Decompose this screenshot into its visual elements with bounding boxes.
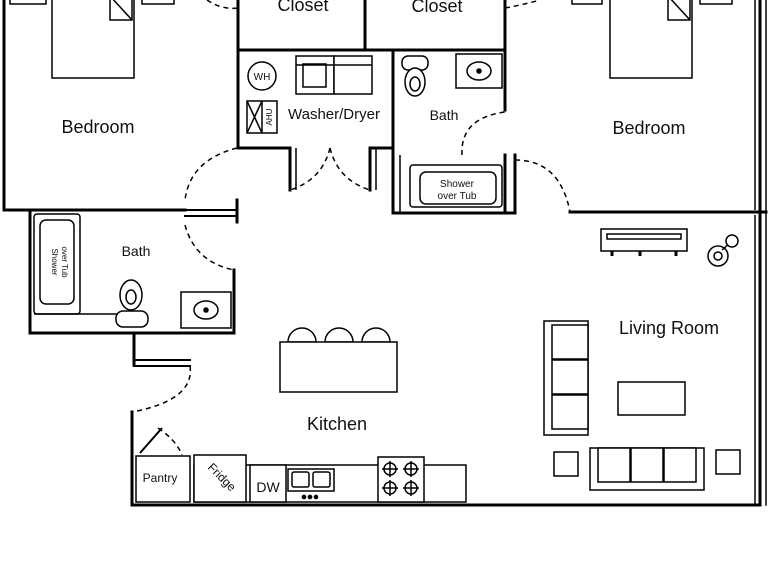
room-label-living-room: Living Room bbox=[619, 318, 719, 338]
kitchen-fixtures bbox=[135, 327, 467, 503]
room-label-bedroom-left: Bedroom bbox=[61, 117, 134, 137]
dishwasher bbox=[249, 464, 287, 503]
water-heater-icon bbox=[247, 61, 277, 91]
room-label-washer-dryer: Washer/Dryer bbox=[288, 106, 380, 123]
upper-bath-fixtures bbox=[401, 53, 503, 208]
shower-tub-upper-line2: over Tub bbox=[438, 191, 477, 202]
end-table-right bbox=[715, 449, 741, 475]
fridge bbox=[193, 454, 247, 503]
washer-dryer-room bbox=[246, 55, 373, 134]
tv-stand bbox=[600, 228, 688, 252]
room-labels: Closet Closet Bedroom Bedroom Washer/Dry… bbox=[61, 0, 719, 485]
bed-right bbox=[571, 0, 733, 79]
left-bath-fixtures bbox=[33, 213, 232, 329]
walls bbox=[2, 0, 768, 507]
toilet-tank-left bbox=[115, 310, 149, 328]
room-label-closet-right: Closet bbox=[411, 0, 462, 16]
coffee-table bbox=[617, 381, 686, 416]
bed-left bbox=[9, 0, 175, 79]
shower-tub-left-line1: Shower bbox=[50, 248, 59, 275]
room-label-pantry: Pantry bbox=[143, 471, 178, 485]
water-heater-label: WH bbox=[254, 72, 271, 83]
inner-wall-lines bbox=[295, 0, 756, 505]
room-label-kitchen: Kitchen bbox=[307, 414, 367, 434]
room-label-bath-upper: Bath bbox=[430, 107, 459, 123]
sink-icon-upper bbox=[455, 53, 503, 89]
pantry bbox=[135, 455, 191, 503]
air-handler-label: AHU bbox=[265, 108, 274, 125]
stove bbox=[377, 456, 425, 503]
room-label-closet-left: Closet bbox=[277, 0, 328, 15]
living-room-furniture bbox=[543, 228, 741, 491]
room-label-bath-left: Bath bbox=[122, 243, 151, 259]
shower-tub-left-line2: over Tub bbox=[60, 246, 69, 278]
shower-tub-upper-line1: Shower bbox=[440, 179, 475, 190]
end-table-left bbox=[553, 451, 579, 477]
room-label-bedroom-right: Bedroom bbox=[612, 118, 685, 138]
dishwasher-label: DW bbox=[256, 479, 280, 495]
kitchen-island bbox=[279, 341, 398, 393]
dryer-icon bbox=[333, 55, 373, 95]
